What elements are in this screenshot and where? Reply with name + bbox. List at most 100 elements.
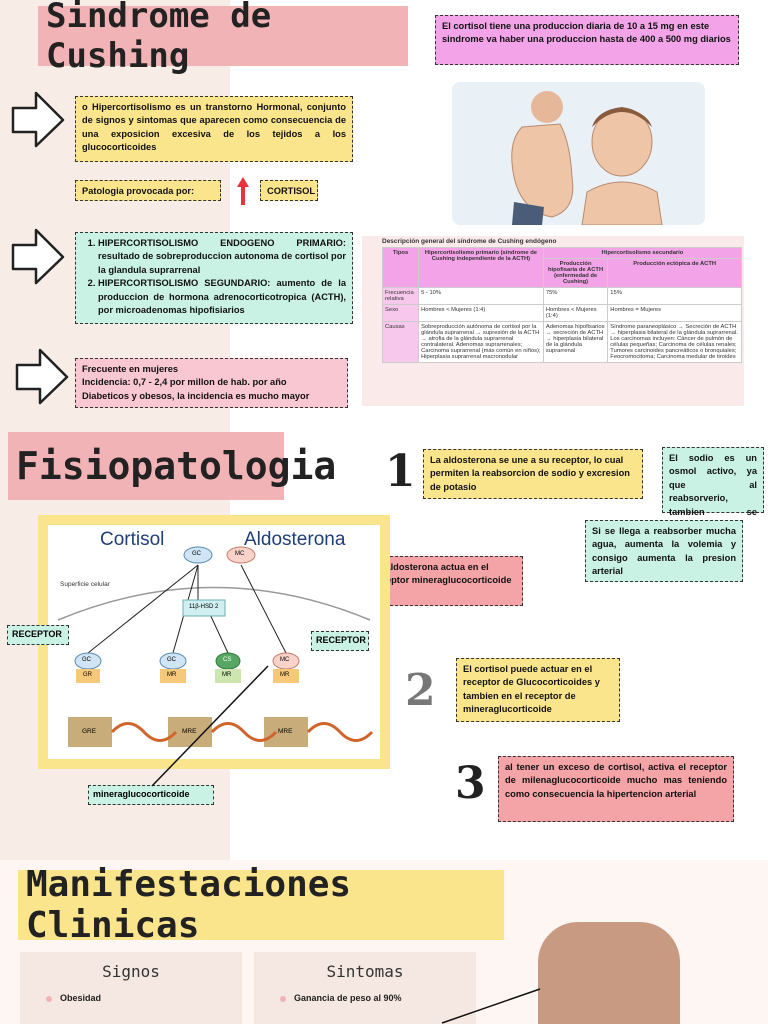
main-title: Sindrome de Cushing bbox=[38, 0, 408, 76]
table-header-primary: Hipercortisolismo primario (síndrome de … bbox=[418, 247, 544, 288]
mineraglucocorticoide-tag-text: mineraglucocorticoide bbox=[93, 789, 190, 799]
sintomas-title: Sintomas bbox=[326, 962, 404, 981]
table-header-pituitary: Producción hipofisaria de ACTH (enfermed… bbox=[542, 258, 609, 288]
table-header-secondary: Hipercortisolismo secundario bbox=[542, 247, 743, 259]
step3-note: al tener un exceso de cortisol, activa e… bbox=[498, 756, 734, 822]
table-cell: 15% bbox=[607, 287, 742, 305]
step2-text: El cortisol puede actuar en el receptor … bbox=[463, 664, 600, 715]
list-item: Ganancia de peso al 90% bbox=[280, 993, 476, 1003]
manifestaciones-title: Manifestaciones Clinicas bbox=[18, 864, 504, 946]
diagram-gr-label: GR bbox=[83, 672, 92, 678]
pathology-value-text: CORTISOL bbox=[267, 186, 316, 196]
list-item: Obesidad bbox=[46, 993, 242, 1003]
bullet-icon bbox=[46, 995, 52, 1002]
epi-line-1: Frecuente en mujeres bbox=[82, 364, 179, 374]
pointer-line bbox=[441, 988, 541, 1024]
mineraglucocorticoide-tag: mineraglucocorticoide bbox=[88, 785, 214, 805]
bullet-icon bbox=[280, 995, 286, 1002]
table-cell: Hombres = Mujeres bbox=[607, 304, 742, 322]
cortisol-production-note: El cortisol tiene una produccion diaria … bbox=[435, 15, 739, 65]
type-secondary: HIPERCORTISOLISMO SEGUNDARIO: aumento de… bbox=[98, 277, 346, 317]
cushing-summary-table: Descripción general del síndrome de Cush… bbox=[362, 236, 744, 406]
step-number-3: 3 bbox=[455, 758, 486, 809]
receptor-tag-left: RECEPTOR bbox=[7, 625, 69, 645]
signos-card: Signos Obesidad bbox=[20, 952, 242, 1024]
table-header-ectopic: Producción ectópica de ACTH bbox=[607, 258, 742, 288]
diagram-mr-label: MR bbox=[222, 672, 232, 678]
diagram-mr-label: MR bbox=[280, 672, 290, 678]
signos-title: Signos bbox=[102, 962, 160, 981]
diagram-hsd-label: 11β-HSD 2 bbox=[189, 604, 219, 610]
diagram-gc-label: GC bbox=[167, 657, 176, 663]
pathology-label: Patologia provocada por: bbox=[75, 180, 221, 201]
diagram-cs-label: CS bbox=[223, 657, 232, 663]
epi-line-3: Diabeticos y obesos, la incidencia es mu… bbox=[82, 390, 310, 401]
sodium-text: El sodio es un osmol activo, ya que al r… bbox=[669, 453, 757, 530]
table-caption: Descripción general del síndrome de Cush… bbox=[382, 238, 557, 245]
diagram-gc-label: GC bbox=[82, 657, 91, 663]
step1-note: La aldosterona se une a su receptor, lo … bbox=[423, 449, 643, 499]
definition-text: o Hipercortisolismo es un transtorno Hor… bbox=[82, 102, 346, 153]
table-cell: Adenomas hipofisarios → secreción de ACT… bbox=[542, 321, 609, 363]
up-arrow-icon bbox=[237, 177, 249, 205]
table-cell: Frecuencia relativa bbox=[381, 287, 420, 305]
sodium-note: El sodio es un osmol activo, ya que al r… bbox=[662, 447, 764, 530]
table-cell: Sexo bbox=[381, 304, 420, 322]
diagram-gre-label: GRE bbox=[82, 728, 97, 735]
hand-drawn-arrow-icon bbox=[11, 228, 65, 285]
diagram-mre-label: MRE bbox=[182, 728, 197, 735]
definition-note: o Hipercortisolismo es un transtorno Hor… bbox=[75, 96, 353, 162]
signos-item-text: Obesidad bbox=[60, 993, 102, 1003]
epidemiology-note: Frecuente en mujeres Incidencia: 0,7 - 2… bbox=[75, 358, 348, 408]
fisio-title-text: Fisiopatologia bbox=[16, 444, 337, 488]
diagram-cortisol-label: Cortisol bbox=[100, 529, 165, 550]
volemia-note: Si se llega a reabsorber mucha agua, aum… bbox=[585, 520, 743, 582]
sintomas-card: Sintomas Ganancia de peso al 90% bbox=[254, 952, 476, 1024]
hand-drawn-arrow-icon bbox=[11, 91, 65, 148]
step1-text: La aldosterona se une a su receptor, lo … bbox=[430, 455, 630, 492]
diagram-surface-label: Superficie celular bbox=[60, 581, 110, 588]
step2-note: El cortisol puede actuar en el receptor … bbox=[456, 658, 620, 722]
diagram-mre-label: MRE bbox=[278, 728, 293, 735]
table-cell: Síndrome paraneoplásico → Secreción de A… bbox=[607, 321, 742, 363]
table-cell: Hombres < Mujeres (1:4) bbox=[542, 304, 609, 322]
type-primary: HIPERCORTISOLISMO ENDOGENO PRIMARIO: res… bbox=[98, 237, 346, 277]
sintomas-item-text: Ganancia de peso al 90% bbox=[294, 993, 402, 1003]
receptor-tag-text: RECEPTOR bbox=[12, 629, 62, 639]
types-note: HIPERCORTISOLISMO ENDOGENO PRIMARIO: res… bbox=[75, 232, 353, 324]
diagram-mc-label: MC bbox=[280, 657, 290, 663]
table-header-tipos: Tipos bbox=[381, 247, 420, 288]
manifestaciones-title-text: Manifestaciones Clinicas bbox=[26, 864, 352, 946]
fisio-title: Fisiopatologia bbox=[8, 432, 336, 500]
main-title-text: Sindrome de Cushing bbox=[46, 0, 272, 76]
step-number-1: 1 bbox=[385, 446, 416, 497]
diagram-gc-label: GC bbox=[192, 551, 201, 557]
table-cell: Hombres < Mujeres (1:4) bbox=[418, 304, 544, 322]
hand-drawn-arrow-icon bbox=[15, 348, 69, 405]
step3-text: al tener un exceso de cortisol, activa e… bbox=[505, 762, 727, 799]
diagram-aldosterona-label: Aldosterona bbox=[244, 529, 346, 550]
table-row: Causas Sobreproducción autónoma de corti… bbox=[381, 321, 742, 363]
receptor-diagram-svg bbox=[57, 546, 374, 747]
table-cell: Sobreproducción autónoma de cortisol por… bbox=[418, 321, 544, 363]
table-row: Sexo Hombres < Mujeres (1:4) Hombres < M… bbox=[381, 304, 742, 322]
table-cell: Causas bbox=[381, 321, 420, 363]
patient-illustration bbox=[452, 82, 705, 225]
aldosterone-receptor-note: La aldosterona actua en el receptor mine… bbox=[365, 556, 523, 606]
diagram-mr-label: MR bbox=[167, 672, 177, 678]
table-cell: 5 - 10% bbox=[418, 287, 544, 305]
receptor-tag-text: RECEPTOR bbox=[316, 635, 366, 645]
pointer-line bbox=[151, 665, 269, 787]
diagram-mc-label: MC bbox=[235, 551, 245, 557]
table-row: Frecuencia relativa 5 - 10% 75% 15% bbox=[381, 287, 742, 305]
aldosterone-receptor-text: La aldosterona actua en el receptor mine… bbox=[372, 562, 512, 586]
pathology-label-text: Patologia provocada por: bbox=[82, 186, 195, 196]
skin-photo bbox=[538, 922, 680, 1024]
cortisol-production-text: El cortisol tiene una produccion diaria … bbox=[442, 21, 731, 45]
pathology-value: CORTISOL bbox=[260, 180, 318, 201]
step-number-2: 2 bbox=[405, 665, 436, 716]
epi-line-2: Incidencia: 0,7 - 2,4 por millon de hab.… bbox=[82, 377, 287, 388]
table-cell: 75% bbox=[542, 287, 609, 305]
receptor-tag-right: RECEPTOR bbox=[311, 631, 369, 651]
volemia-text: Si se llega a reabsorber mucha agua, aum… bbox=[592, 526, 736, 577]
